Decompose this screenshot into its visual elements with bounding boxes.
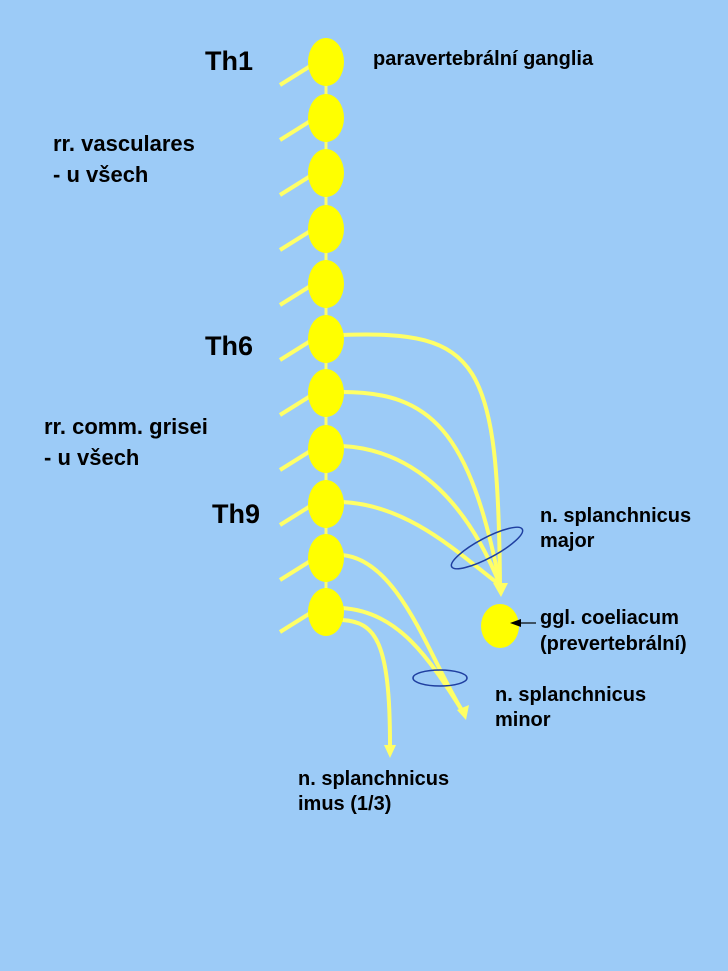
ganglion-th1 bbox=[308, 38, 344, 86]
major-bundle-marker bbox=[450, 526, 524, 570]
label-coeliacum-2: (prevertebrální) bbox=[540, 633, 687, 655]
label-th9: Th9 bbox=[212, 499, 261, 529]
ramus bbox=[278, 610, 314, 634]
rami bbox=[278, 63, 314, 634]
label-vasculares-2: - u všech bbox=[53, 162, 149, 187]
arrowhead-imus bbox=[384, 745, 396, 758]
splanchnic-nerves bbox=[341, 332, 502, 746]
ganglion-th2 bbox=[308, 94, 344, 142]
ramus bbox=[278, 448, 314, 472]
ganglion-th6 bbox=[308, 315, 344, 363]
ganglion-th5 bbox=[308, 260, 344, 308]
label-minor-1: n. splanchnicus bbox=[495, 684, 647, 706]
ramus bbox=[278, 283, 314, 307]
ganglion-th9 bbox=[308, 480, 344, 528]
nerve-th8 bbox=[341, 444, 502, 586]
arrowhead-major bbox=[493, 583, 508, 597]
arrowhead-minor bbox=[457, 705, 469, 720]
label-th6: Th6 bbox=[205, 331, 254, 361]
label-minor-2: minor bbox=[495, 709, 551, 731]
ganglion-th3 bbox=[308, 149, 344, 197]
ramus bbox=[278, 173, 314, 197]
ramus bbox=[278, 503, 314, 527]
label-grisei-1: rr. comm. grisei bbox=[44, 414, 208, 439]
label-coeliacum-1: ggl. coeliacum bbox=[540, 607, 679, 629]
ganglion-th7 bbox=[308, 369, 344, 417]
nerve-th9 bbox=[341, 500, 502, 587]
label-paravertebral: paravertebrální ganglia bbox=[373, 48, 594, 70]
label-major-2: major bbox=[540, 530, 595, 552]
ramus bbox=[278, 63, 314, 87]
label-major-1: n. splanchnicus bbox=[540, 505, 692, 527]
ganglion-th8 bbox=[308, 425, 344, 473]
label-vasculares-1: rr. vasculares bbox=[53, 131, 195, 156]
label-imus-2: imus (1/3) bbox=[298, 793, 392, 815]
ramus bbox=[278, 558, 314, 582]
nerve-th6 bbox=[341, 332, 502, 586]
label-th1: Th1 bbox=[205, 46, 254, 76]
ramus bbox=[278, 393, 314, 417]
nerve-th11-b bbox=[341, 618, 392, 746]
ganglion-th10 bbox=[308, 534, 344, 582]
ganglion-th4 bbox=[308, 205, 344, 253]
nerve-th11-a bbox=[341, 606, 465, 714]
ramus bbox=[278, 338, 314, 362]
ganglion-th11 bbox=[308, 588, 344, 636]
label-imus-1: n. splanchnicus bbox=[298, 768, 450, 790]
coeliacum-pointer-head bbox=[510, 619, 521, 627]
nerve-th7 bbox=[341, 390, 502, 586]
label-grisei-2: - u všech bbox=[44, 445, 140, 470]
ganglion-coeliacum bbox=[481, 604, 519, 648]
arrowheads bbox=[384, 583, 508, 758]
minor-bundle-marker bbox=[412, 669, 468, 687]
ramus bbox=[278, 118, 314, 142]
ganglia bbox=[308, 38, 519, 648]
ramus bbox=[278, 228, 314, 252]
